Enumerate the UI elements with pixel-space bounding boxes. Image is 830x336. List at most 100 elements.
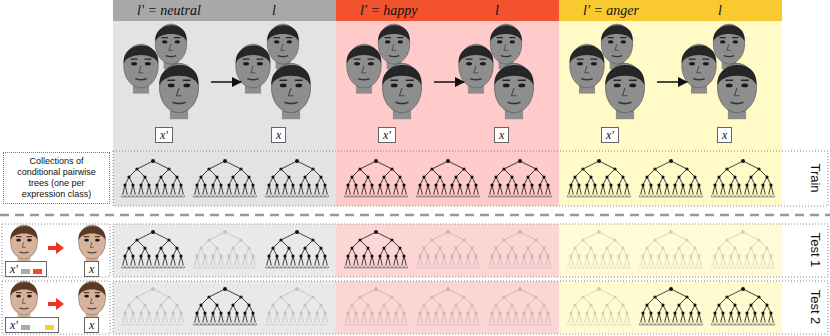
panel-background xyxy=(113,21,336,206)
transform-arrow xyxy=(434,81,464,83)
pairwise-tree xyxy=(567,159,631,197)
node-text: x' xyxy=(160,128,168,142)
face-photo xyxy=(236,44,271,93)
panel-background xyxy=(559,224,782,277)
row-outline xyxy=(113,151,828,206)
class-bar xyxy=(21,269,30,274)
pairwise-tree xyxy=(193,230,257,268)
class-bar xyxy=(21,325,30,330)
panel-background xyxy=(336,224,559,277)
node-text: x' xyxy=(606,128,614,142)
face-photo xyxy=(570,44,605,93)
panel-background xyxy=(113,281,336,334)
face-photo xyxy=(682,44,717,93)
pairwise-tree xyxy=(121,287,185,325)
face-photo xyxy=(490,24,522,69)
face-photo xyxy=(155,24,187,69)
node-text: x xyxy=(722,128,727,142)
node-text: x' xyxy=(10,262,18,276)
node-text: l' = neutral xyxy=(137,3,201,19)
pairwise-tree xyxy=(193,159,257,197)
pairwise-tree xyxy=(488,159,552,197)
node-text: l xyxy=(718,3,722,19)
node-text: x xyxy=(89,318,94,332)
face-photo xyxy=(494,63,533,119)
face-photo xyxy=(347,44,382,93)
image-label: x xyxy=(271,127,286,143)
pairwise-tree xyxy=(265,230,329,268)
expression-header: l' = happy l xyxy=(336,0,559,21)
transform-arrow xyxy=(657,81,687,83)
pairwise-tree xyxy=(711,230,775,268)
node-text: Collections of conditional pairwise tree… xyxy=(7,156,106,199)
pairwise-tree xyxy=(488,230,552,268)
pairwise-tree xyxy=(265,287,329,325)
panel-background xyxy=(336,21,559,206)
node-text: l xyxy=(272,3,276,19)
pairwise-tree xyxy=(121,159,185,197)
image-label: x' xyxy=(601,127,619,143)
pairwise-tree xyxy=(416,159,480,197)
face-photo xyxy=(713,24,745,69)
separator-line xyxy=(0,214,830,217)
node-text: x' xyxy=(383,128,391,142)
node-text: l' = happy xyxy=(360,3,418,19)
pairwise-tree xyxy=(567,287,631,325)
face-photo xyxy=(10,225,37,264)
pairwise-tree xyxy=(639,159,703,197)
row-label: Train xyxy=(808,163,823,192)
class-bar xyxy=(45,325,54,330)
red-arrow xyxy=(48,298,64,310)
node-text: l' = anger xyxy=(583,3,639,19)
pairwise-tree xyxy=(639,287,703,325)
image-label: x xyxy=(84,261,99,277)
row-outline xyxy=(2,281,110,334)
expression-header: l' = neutral l xyxy=(113,0,336,21)
red-arrow xyxy=(48,242,64,254)
pairwise-tree xyxy=(344,287,408,325)
pairwise-tree xyxy=(344,159,408,197)
row-label: Test 1 xyxy=(808,233,823,268)
face-photo xyxy=(78,281,105,320)
face-photo xyxy=(124,44,159,93)
face-photo xyxy=(159,63,198,119)
node-text: l xyxy=(495,3,499,19)
node-text: x xyxy=(499,128,504,142)
node-text: x xyxy=(276,128,281,142)
row-outline xyxy=(113,224,828,277)
pairwise-tree xyxy=(416,230,480,268)
pairwise-tree xyxy=(193,287,257,325)
face-photo xyxy=(271,63,310,119)
pairwise-tree xyxy=(265,159,329,197)
image-label: x xyxy=(494,127,509,143)
face-photo xyxy=(601,24,633,69)
face-photo xyxy=(717,63,756,119)
panel-background xyxy=(559,21,782,206)
image-label: x' xyxy=(155,127,173,143)
pairwise-tree xyxy=(711,287,775,325)
image-label: x xyxy=(84,317,99,333)
face-photo xyxy=(10,281,37,320)
node-text: x xyxy=(89,262,94,276)
row-label: Test 2 xyxy=(808,290,823,325)
image-label: x xyxy=(717,127,732,143)
expression-header: l' = anger l xyxy=(559,0,782,21)
face-photo xyxy=(267,24,299,69)
row-outline xyxy=(2,224,110,277)
pairwise-tree xyxy=(121,230,185,268)
image-label: x' xyxy=(378,127,396,143)
pairwise-tree xyxy=(344,230,408,268)
face-photo xyxy=(382,63,421,119)
image-label: x' xyxy=(5,261,47,277)
face-photo xyxy=(605,63,644,119)
transform-arrow xyxy=(211,81,241,83)
image-label: x' xyxy=(5,317,59,333)
pairwise-tree xyxy=(711,159,775,197)
panel-background xyxy=(559,281,782,334)
pairwise-tree xyxy=(639,230,703,268)
face-photo xyxy=(78,225,105,264)
node-text: x' xyxy=(10,318,18,332)
face-photo xyxy=(378,24,410,69)
